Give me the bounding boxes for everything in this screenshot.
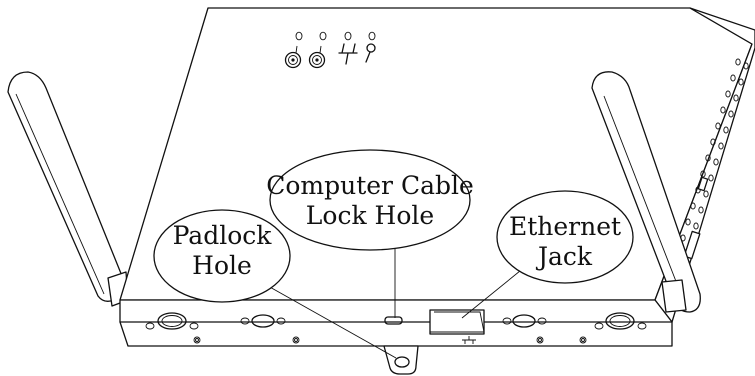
padlock-tab	[383, 345, 419, 375]
status-leds	[284, 31, 376, 69]
side-vents	[680, 58, 749, 260]
left-antenna	[7, 71, 129, 307]
callout-cable-lock-hole: Computer Cable Lock Hole	[266, 149, 474, 251]
callout-padlock-hole: Padlock Hole	[153, 209, 291, 303]
callout-cable-lock-line1: Computer Cable	[266, 171, 474, 200]
ethernet-port-icon	[462, 336, 476, 344]
callout-padlock-line2: Hole	[192, 251, 252, 280]
wireless-led-icon-1	[284, 45, 302, 69]
screw-right	[594, 312, 647, 330]
callout-padlock-line1: Padlock	[173, 221, 273, 250]
callout-cable-lock-line2: Lock Hole	[306, 201, 434, 230]
callout-ethernet-line2: Jack	[535, 242, 593, 271]
front-ports	[145, 309, 647, 344]
screw-left	[145, 312, 199, 330]
cable-lock-slot	[384, 316, 403, 325]
wireless-led-icon-2	[308, 45, 326, 69]
ethernet-port	[429, 309, 485, 335]
screw-mid-left	[240, 314, 286, 328]
callout-ethernet-line1: Ethernet	[509, 212, 621, 241]
network-led-icon	[338, 43, 358, 65]
screw-mid-right	[502, 314, 547, 328]
right-antenna	[591, 71, 701, 313]
callout-ethernet-jack: Ethernet Jack	[496, 190, 634, 284]
power-led-icon	[365, 43, 376, 63]
